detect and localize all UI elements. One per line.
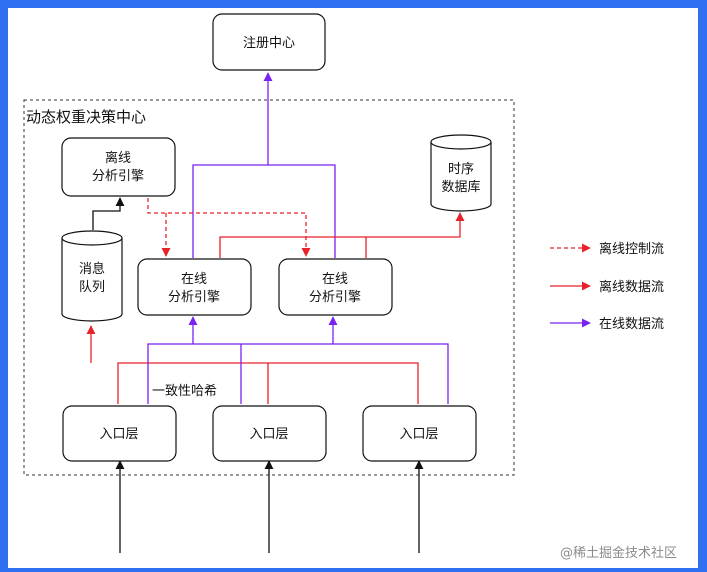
svg-text:离线数据流: 离线数据流 <box>599 279 664 295</box>
mq-to-offline-arrow <box>92 197 125 230</box>
svg-text:入口层: 入口层 <box>399 427 438 442</box>
diagram-canvas: 动态权重决策中心 注册中心 离线 <box>8 8 698 568</box>
registry-node: 注册中心 <box>212 13 326 71</box>
svg-text:入口层: 入口层 <box>99 427 138 442</box>
svg-text:分析引擎: 分析引擎 <box>309 290 361 305</box>
online-engine-node-2: 在线 分析引擎 <box>278 258 393 316</box>
entry-node-1: 入口层 <box>62 405 177 462</box>
svg-text:在线: 在线 <box>322 272 348 287</box>
legend: 离线控制流 离线数据流 在线数据流 <box>550 241 664 332</box>
inbound-arrows <box>115 460 424 553</box>
online-flow-engines <box>147 316 449 404</box>
consistent-hash-label: 一致性哈希 <box>152 384 217 399</box>
entry-node-2: 入口层 <box>212 405 327 462</box>
svg-text:在线数据流: 在线数据流 <box>599 317 664 332</box>
offline-flow-tsdb <box>219 212 465 258</box>
svg-text:数据库: 数据库 <box>441 179 480 195</box>
offline-engine-node: 离线 分析引擎 <box>61 137 176 197</box>
legend-item-offline-control: 离线控制流 <box>550 241 664 257</box>
offline-control-flow <box>147 198 311 257</box>
online-engine-node-1: 在线 分析引擎 <box>137 258 252 316</box>
svg-text:时序: 时序 <box>448 162 474 177</box>
online-flow-registry <box>192 72 336 258</box>
svg-text:离线: 离线 <box>105 150 131 166</box>
entry-node-3: 入口层 <box>362 405 477 462</box>
svg-text:在线: 在线 <box>181 272 207 287</box>
svg-text:离线控制流: 离线控制流 <box>599 241 664 257</box>
watermark: @稀土掘金技术社区 <box>560 545 677 561</box>
tsdb-node: 时序 数据库 <box>430 134 492 212</box>
legend-item-online-data: 在线数据流 <box>550 317 664 332</box>
mq-node: 消息 队列 <box>61 230 123 322</box>
svg-text:注册中心: 注册中心 <box>243 36 295 51</box>
legend-item-offline-data: 离线数据流 <box>550 279 664 295</box>
svg-text:消息: 消息 <box>79 261 105 277</box>
svg-text:分析引擎: 分析引擎 <box>168 290 220 305</box>
svg-text:分析引擎: 分析引擎 <box>92 169 144 184</box>
svg-text:队列: 队列 <box>79 280 105 295</box>
container-title: 动态权重决策中心 <box>26 108 146 126</box>
svg-text:入口层: 入口层 <box>249 427 288 442</box>
architecture-diagram: 动态权重决策中心 注册中心 离线 <box>23 13 677 561</box>
offline-flow-mq <box>86 325 419 404</box>
